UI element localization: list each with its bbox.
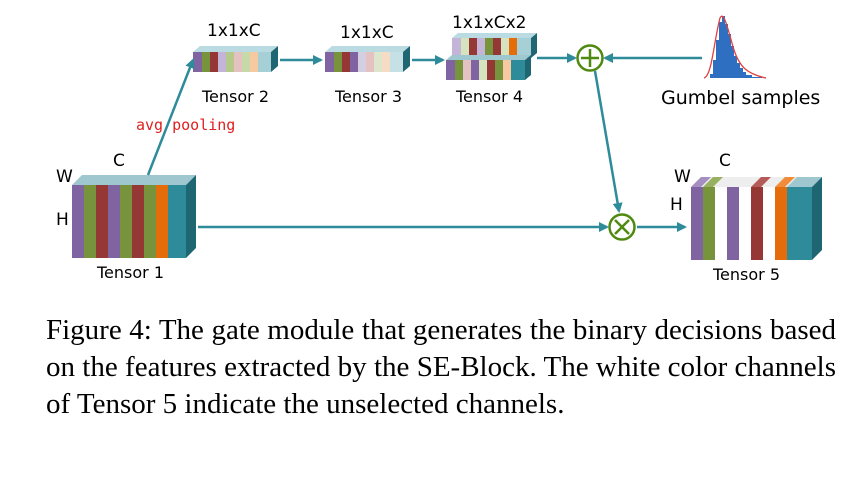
- tensor-5-label: Tensor 5: [712, 265, 780, 284]
- tensor-3-block: [325, 46, 410, 72]
- tensor-1-label: Tensor 1: [96, 263, 164, 282]
- tensor-1-c-label: C: [113, 151, 125, 171]
- tensor-4-block: [446, 33, 537, 80]
- tensor-4-dim-label: 1x1xCx2: [452, 13, 527, 33]
- tensor-2-block: [193, 46, 278, 72]
- tensor-5-h-label: H: [670, 195, 683, 215]
- gumbel-samples-label: Gumbel samples: [661, 87, 820, 109]
- tensor-2-dim-label: 1x1xC: [207, 21, 261, 41]
- multiply-operator-icon: [608, 213, 636, 241]
- tensor-5-w-label: W: [674, 167, 691, 187]
- tensor-5-block: [691, 177, 822, 260]
- tensor-1-w-label: W: [56, 167, 73, 187]
- tensor-1-h-label: H: [56, 210, 69, 230]
- tensor-3-label: Tensor 3: [334, 87, 402, 106]
- gumbel-histogram-icon: [703, 15, 767, 79]
- tensor-4-label: Tensor 4: [455, 87, 523, 106]
- flow-arrows: [146, 53, 702, 232]
- gate-module-diagram: W C H Tensor 1 1x1xC Tensor 2 1x1xC Tens…: [56, 13, 822, 284]
- tensor-2-label: Tensor 2: [201, 87, 269, 106]
- avg-pooling-label: avg pooling: [136, 116, 235, 134]
- tensor-3-dim-label: 1x1xC: [340, 23, 394, 43]
- tensor-5-c-label: C: [719, 151, 731, 171]
- add-operator-icon: [576, 44, 604, 72]
- tensor-1-block: [72, 175, 196, 258]
- figure-caption: Figure 4: The gate module that generates…: [46, 314, 836, 420]
